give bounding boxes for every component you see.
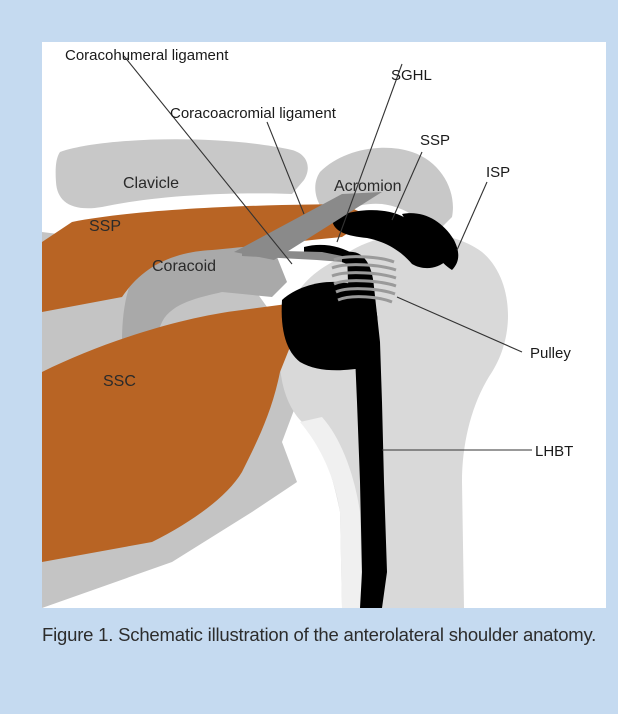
leader-isp <box>457 182 487 250</box>
shoulder-anatomy-diagram: Coracohumeral ligament SGHL Coracoacromi… <box>42 42 606 608</box>
label-lhbt: LHBT <box>535 443 573 460</box>
figure-caption: Figure 1. Schematic illustration of the … <box>42 620 602 649</box>
label-ssp-left: SSP <box>89 218 121 235</box>
label-acromion: Acromion <box>334 178 402 195</box>
label-clavicle: Clavicle <box>123 175 179 192</box>
label-coracoid: Coracoid <box>152 258 216 275</box>
label-coracoacromial: Coracoacromial ligament <box>170 105 337 122</box>
label-coracohumeral: Coracohumeral ligament <box>65 47 229 64</box>
clavicle-bone <box>56 139 308 208</box>
label-ssp-top: SSP <box>420 132 450 149</box>
label-ssc: SSC <box>103 373 136 390</box>
label-isp: ISP <box>486 164 510 181</box>
label-sghl: SGHL <box>391 67 432 84</box>
label-pulley: Pulley <box>530 345 571 362</box>
figure-panel: Coracohumeral ligament SGHL Coracoacromi… <box>42 42 606 608</box>
